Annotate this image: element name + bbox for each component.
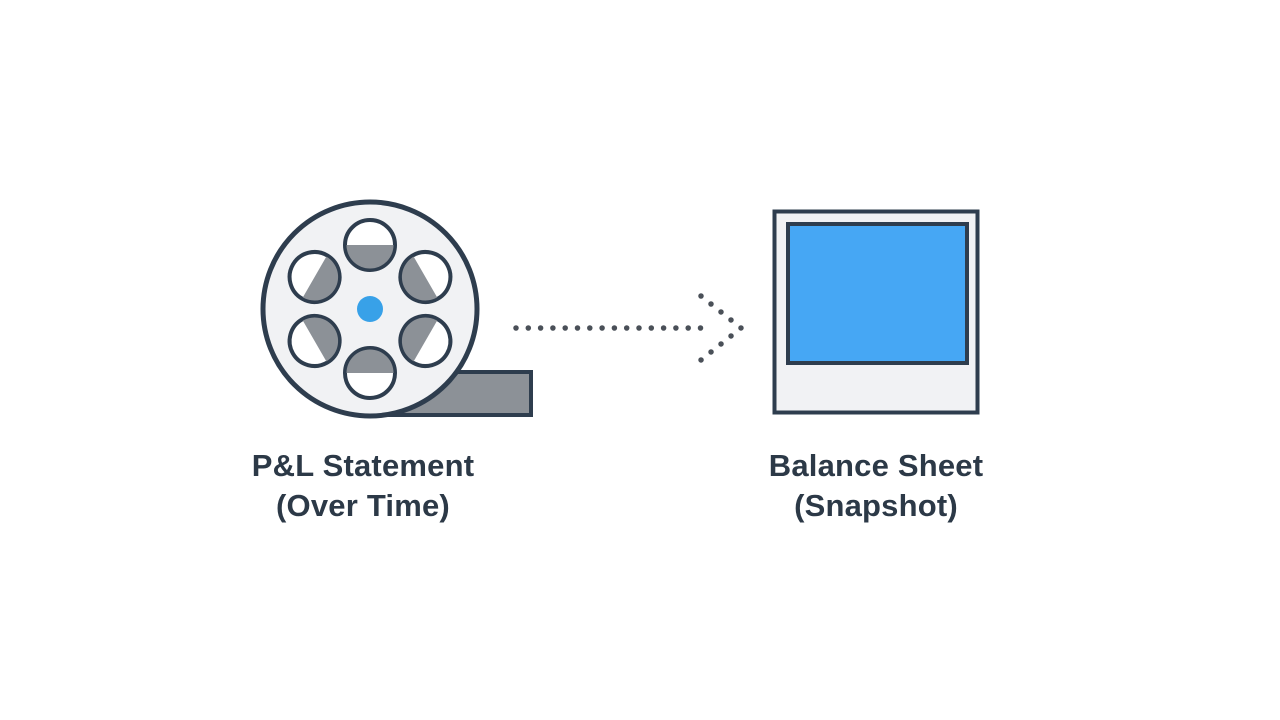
reel-hole-lower-left <box>287 314 342 368</box>
reel-hole-shade <box>346 245 394 269</box>
reel-hole-upper-right <box>398 250 453 304</box>
caption-line-2: (Snapshot) <box>794 488 958 523</box>
caption-line-1: P&L Statement <box>251 448 475 483</box>
reel-hole-shade <box>302 317 339 362</box>
reel-hole-shade <box>401 317 438 362</box>
reel-hole-upper-left <box>287 250 342 304</box>
reel-hole-lower-right <box>398 314 453 368</box>
caption-balance-sheet: Balance Sheet (Snapshot) <box>686 446 1066 526</box>
reel-hub-dot <box>357 296 383 322</box>
reel-hole-shade <box>302 256 339 301</box>
arrow-head-dots <box>698 293 746 363</box>
caption-pl-statement: P&L Statement (Over Time) <box>173 446 553 526</box>
polaroid-photo-icon <box>772 209 980 415</box>
caption-line-2: (Over Time) <box>276 488 450 523</box>
polaroid-photo-area <box>786 222 969 365</box>
film-reel-icon <box>260 199 533 419</box>
caption-line-1: Balance Sheet <box>768 448 984 483</box>
reel-hole-top <box>343 218 397 272</box>
dotted-arrow-right-icon <box>513 293 746 363</box>
reel-hole-shade <box>401 256 438 301</box>
reel-hole-shade <box>346 349 394 373</box>
reel-hole-bottom <box>343 346 397 400</box>
